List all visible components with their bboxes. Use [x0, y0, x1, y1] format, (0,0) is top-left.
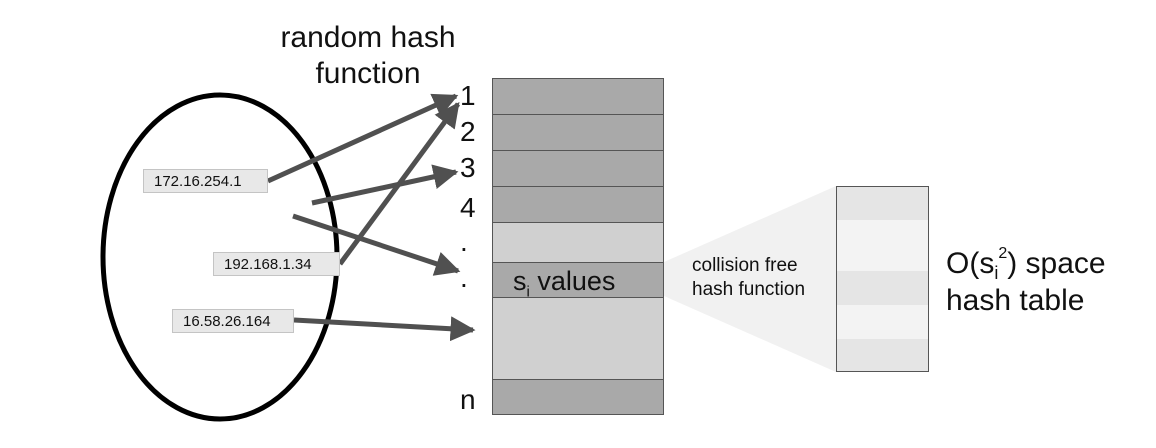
random-hash-caption: random hash function: [258, 20, 478, 92]
table-slot-1: [493, 79, 663, 115]
secondary-slot-4: [837, 305, 928, 339]
table-slot-4: [493, 186, 663, 222]
slot-index-1: 1: [460, 80, 476, 111]
primary-hash-table: si values: [492, 78, 664, 415]
slot-index-dot-1: .: [460, 226, 468, 257]
space-caption: O(si2) space hash table: [946, 241, 1106, 318]
arrow-16-to-slot: [293, 316, 476, 342]
table-slot-n: [493, 379, 663, 414]
collision-caption-line-2: hash function: [692, 279, 806, 300]
ip-key-3: 16.58.26.164: [172, 309, 294, 333]
slot-index-n: n: [460, 384, 476, 415]
space-caption-line-1: O(si2) space: [946, 241, 1106, 284]
ip-key-1: 172.16.254.1: [143, 169, 268, 193]
ip-key-2: 192.168.1.34: [213, 252, 340, 276]
space-suffix: ) space: [1007, 247, 1106, 280]
table-slot-empty-range: [493, 297, 663, 379]
space-prefix: O(s: [946, 247, 995, 280]
secondary-slot-5: [837, 339, 928, 371]
arrow-to-3: [311, 164, 459, 206]
collision-caption-line-1: collision free: [692, 255, 798, 276]
space-superscript: 2: [998, 245, 1008, 262]
table-slot-3: [493, 150, 663, 186]
arrow-192-to-1: [337, 101, 461, 266]
table-slot-2: [493, 114, 663, 150]
slot-index-dot-2: .: [460, 262, 468, 293]
zoom-wedge: [664, 186, 836, 372]
space-subscript: i: [994, 263, 999, 283]
caption-line-1: random hash: [280, 21, 456, 54]
slot-index-2: 2: [460, 116, 476, 147]
arrow-to-dot: [292, 213, 461, 276]
si-values-text: values: [537, 266, 616, 296]
collision-free-caption: collision free hash function: [692, 254, 805, 302]
si-subscript: i: [526, 283, 530, 301]
secondary-slot-2: [837, 220, 928, 271]
caption-line-2: function: [315, 57, 421, 90]
space-caption-line-2: hash table: [946, 284, 1085, 317]
slot-index-4: 4: [460, 192, 476, 223]
secondary-slot-1: [837, 187, 928, 220]
secondary-slot-3: [837, 271, 928, 305]
si-values-label: si values: [513, 266, 616, 301]
table-slot-5: [493, 222, 663, 262]
table-slot-si: si values: [493, 262, 663, 300]
arrow-172-to-1: [266, 93, 459, 184]
slot-index-3: 3: [460, 152, 476, 183]
secondary-hash-table: [836, 186, 929, 372]
